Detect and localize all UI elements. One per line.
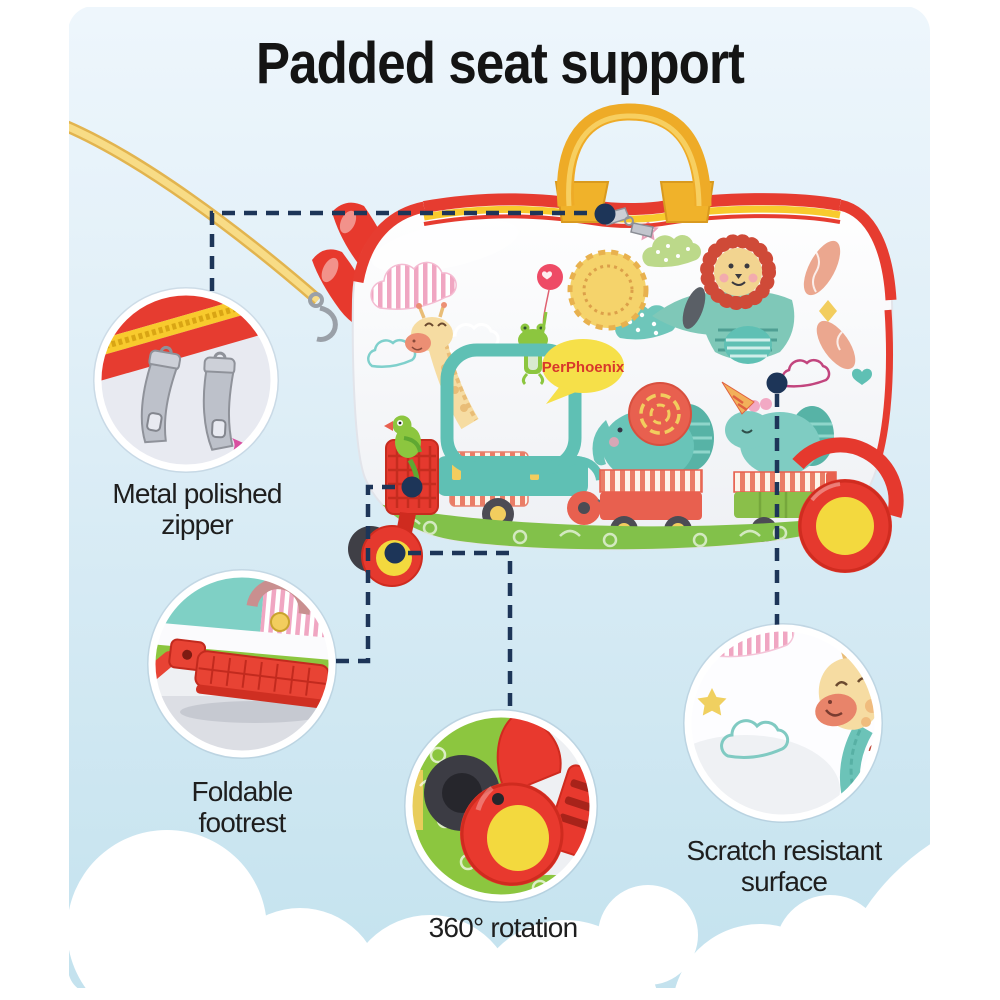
callout-label-line: surface (740, 866, 828, 898)
callout-label-line: Metal polished (112, 478, 282, 509)
truck-print-icon (436, 343, 623, 530)
callout-circle-footrest (147, 569, 337, 759)
callout-label-line: 360° rotation (428, 912, 578, 943)
callout-label-zipper: Metal polished zipper (82, 478, 312, 541)
anchor-dot-footrest (401, 476, 423, 498)
callout-label-rotation: 360° rotation (373, 912, 633, 943)
zipper-trim (352, 193, 897, 468)
sun-print-icon (567, 249, 649, 331)
callout-label-surface: Scratch resistant surface (654, 835, 914, 898)
callout-circle-rotation (404, 709, 598, 903)
star-print-icon (697, 688, 727, 716)
suitcase-illustration: PerPhoenix (312, 103, 904, 587)
top-margin (0, 0, 1000, 7)
clasp-hook-icon (316, 305, 338, 342)
leader-line-footrest (336, 484, 400, 664)
left-margin (0, 0, 69, 1000)
anchor-dot-zipper (594, 203, 616, 225)
leader-line-zipper (209, 210, 604, 291)
leader-line-rotation (408, 550, 513, 711)
cloud-border (0, 812, 1000, 1000)
callout-label-line: Foldable (191, 776, 293, 807)
elephant-print-icon (592, 382, 714, 544)
clasp-ring-icon (308, 292, 324, 308)
page-title: Padded seat support (255, 31, 745, 96)
callout-label-line: zipper (161, 509, 233, 541)
anchor-dot-surface (766, 372, 788, 394)
callout-label-line: Scratch resistant (686, 835, 883, 866)
brand-text: PerPhoenix (542, 359, 625, 376)
callout-label-line: footrest (198, 807, 287, 839)
callout-label-footrest: Foldable footrest (122, 776, 362, 839)
zipper-pull-icon (140, 345, 236, 451)
anchor-dot-rotation (384, 542, 406, 564)
rear-wheel (792, 437, 904, 573)
brand-bubble: PerPhoenix (542, 339, 625, 404)
shoulder-strap (63, 120, 338, 342)
suitcase-print: PerPhoenix (367, 219, 872, 550)
